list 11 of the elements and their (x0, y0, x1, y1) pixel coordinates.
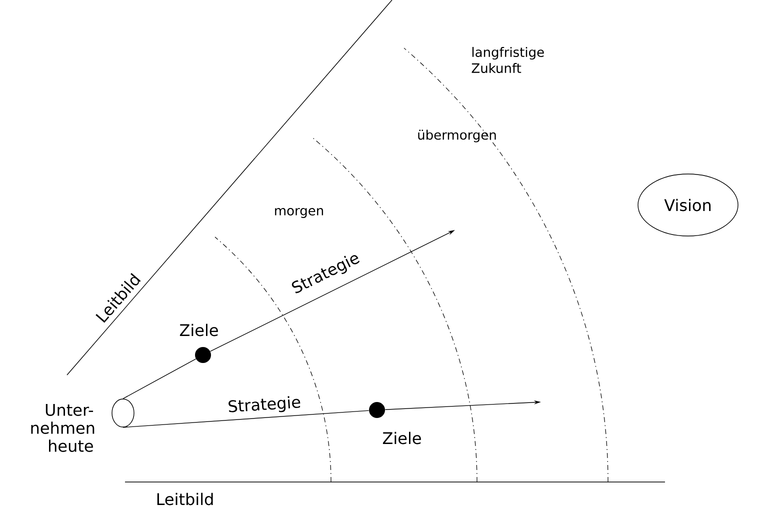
zone-label: morgen (275, 208, 324, 218)
node-caption: Ziele (180, 324, 218, 336)
line-label: Leitbild (157, 492, 213, 506)
zone-label: langfristige Zukunft (472, 46, 544, 74)
node-caption: Ziele (382, 432, 421, 444)
edge-label: Strategie (226, 394, 303, 417)
node-caption: Unter- nehmen heute (31, 404, 94, 452)
goal-dot (195, 347, 211, 363)
origin-circle (112, 398, 134, 428)
zone-label: übermorgen (418, 130, 496, 142)
goal-dot (369, 402, 385, 418)
